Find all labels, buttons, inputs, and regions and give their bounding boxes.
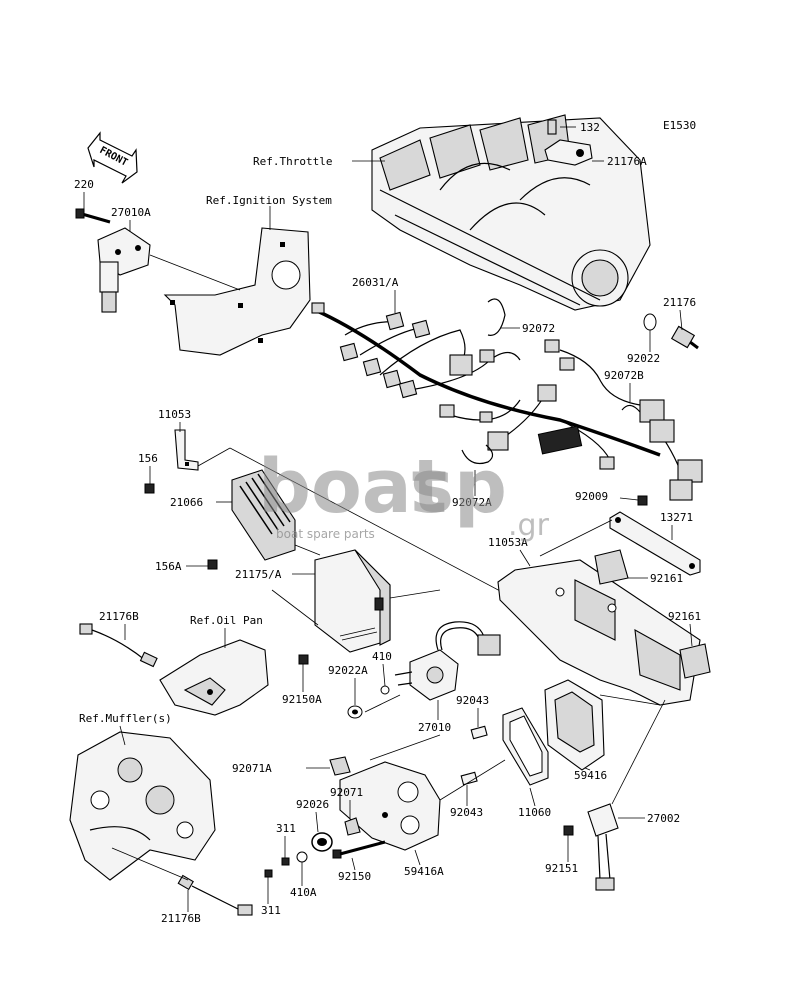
pad-92161-lower-icon [679,643,711,679]
diagram-code: E1530 [663,119,696,132]
grommet-92071-icon [344,817,361,836]
clamp-92072-drawing [487,298,506,336]
part-label-11060: 11060 [518,806,551,819]
nut-311-lower-icon [264,869,273,878]
clamp-92072B-icon [621,404,641,413]
part-label-27010A: 27010A [111,206,151,219]
pin-92043-upper-icon [470,725,488,740]
coil-27010A-drawing [97,227,151,313]
grommet-92071A-icon [329,756,351,776]
wiring-harness-drawing [311,302,703,501]
part-label-92022A: 92022A [328,664,368,677]
ecu-21175A-drawing [314,549,391,653]
part-label-410A: 410A [290,886,317,899]
part-label-92072: 92072 [522,322,555,335]
part-label-21175A: 21175/A [235,568,282,581]
part-label-21176: 21176 [663,296,696,309]
bolt-92150-icon [332,840,386,859]
bolt-156-icon [144,483,155,494]
ref-throttle-label: Ref.Throttle [253,155,332,168]
throttle-body-drawing [371,114,651,311]
part-label-21176B-upper: 21176B [99,610,139,623]
watermark: boat sp .gr boat spare parts [258,444,550,543]
clamp-92072A-icon [461,444,494,465]
grommet-92026-icon [311,832,333,852]
sensor-21176B-lower-drawing [177,874,253,916]
part-label-21066: 21066 [170,496,203,509]
bolt-92009-icon [637,495,648,506]
relay-27010-drawing [394,621,501,701]
part-label-21176B-lower: 21176B [161,912,201,925]
sensor-21176A-drawing [544,119,593,166]
part-label-26031A: 26031/A [352,276,399,289]
sensor-21176B-upper-drawing [79,623,158,668]
part-label-92072A: 92072A [452,496,492,509]
part-label-11053A: 11053A [488,536,528,549]
part-label-92150: 92150 [338,870,371,883]
part-label-92071: 92071 [330,786,363,799]
bracket-11053A-drawing [497,559,701,706]
part-label-92071A: 92071A [232,762,272,775]
washer-410-icon [380,685,390,695]
plate-13271-drawing [609,511,701,576]
part-label-59416: 59416 [574,769,607,782]
nut-311-upper-icon [281,857,290,866]
part-label-59416A: 59416A [404,865,444,878]
bolt-220-drawing [75,208,111,224]
cover-59416A-drawing [339,761,441,851]
part-label-132: 132 [580,121,600,134]
part-label-13271: 13271 [660,511,693,524]
bracket-11053-drawing [174,429,199,471]
part-label-220: 220 [74,178,94,191]
front-arrow-icon: FRONT [87,131,138,184]
part-label-21176A: 21176A [607,155,647,168]
part-label-410: 410 [372,650,392,663]
part-label-92009: 92009 [575,490,608,503]
watermark-brand-b: sp [410,444,507,530]
ref-muffler-label: Ref.Muffler(s) [79,712,172,725]
part-label-92161-lower: 92161 [668,610,701,623]
sensor-21176-drawing [670,325,699,350]
watermark-tld: .gr [508,508,550,543]
washer-92022-icon [643,313,657,331]
part-label-311-upper: 311 [276,822,296,835]
ref-ignition-label: Ref.Ignition System [206,194,332,207]
gasket-11060-drawing [502,707,549,786]
oil-pan-drawing [159,639,269,716]
part-label-92043-lower: 92043 [450,806,483,819]
part-label-92022: 92022 [627,352,660,365]
watermark-brand-a: boat [258,444,447,530]
part-label-27002: 27002 [647,812,680,825]
bolt-92150A-icon [298,654,309,665]
part-label-27010: 27010 [418,721,451,734]
washer-410A-icon [296,851,308,863]
watermark-tagline: boat spare parts [276,527,375,541]
part-label-92151: 92151 [545,862,578,875]
part-label-156A: 156A [155,560,182,573]
part-label-92150A: 92150A [282,693,322,706]
regulator-21066-drawing [231,469,296,561]
part-label-311-lower: 311 [261,904,281,917]
pad-92161-upper-icon [594,549,629,585]
pin-92043-lower-icon [460,771,478,786]
part-label-92072B: 92072B [604,369,644,382]
part-label-156: 156 [138,452,158,465]
bolt-92151-icon [563,825,574,836]
relay-27002-drawing [587,803,619,891]
part-label-11053: 11053 [158,408,191,421]
part-label-92026: 92026 [296,798,329,811]
part-label-92043-upper: 92043 [456,694,489,707]
part-label-92161-upper: 92161 [650,572,683,585]
housing-59416-drawing [544,679,605,771]
ref-oil-pan-label: Ref.Oil Pan [190,614,263,627]
bolt-156A-icon [207,559,218,570]
ignition-bracket-drawing [163,227,311,356]
muffler-drawing [69,731,216,881]
